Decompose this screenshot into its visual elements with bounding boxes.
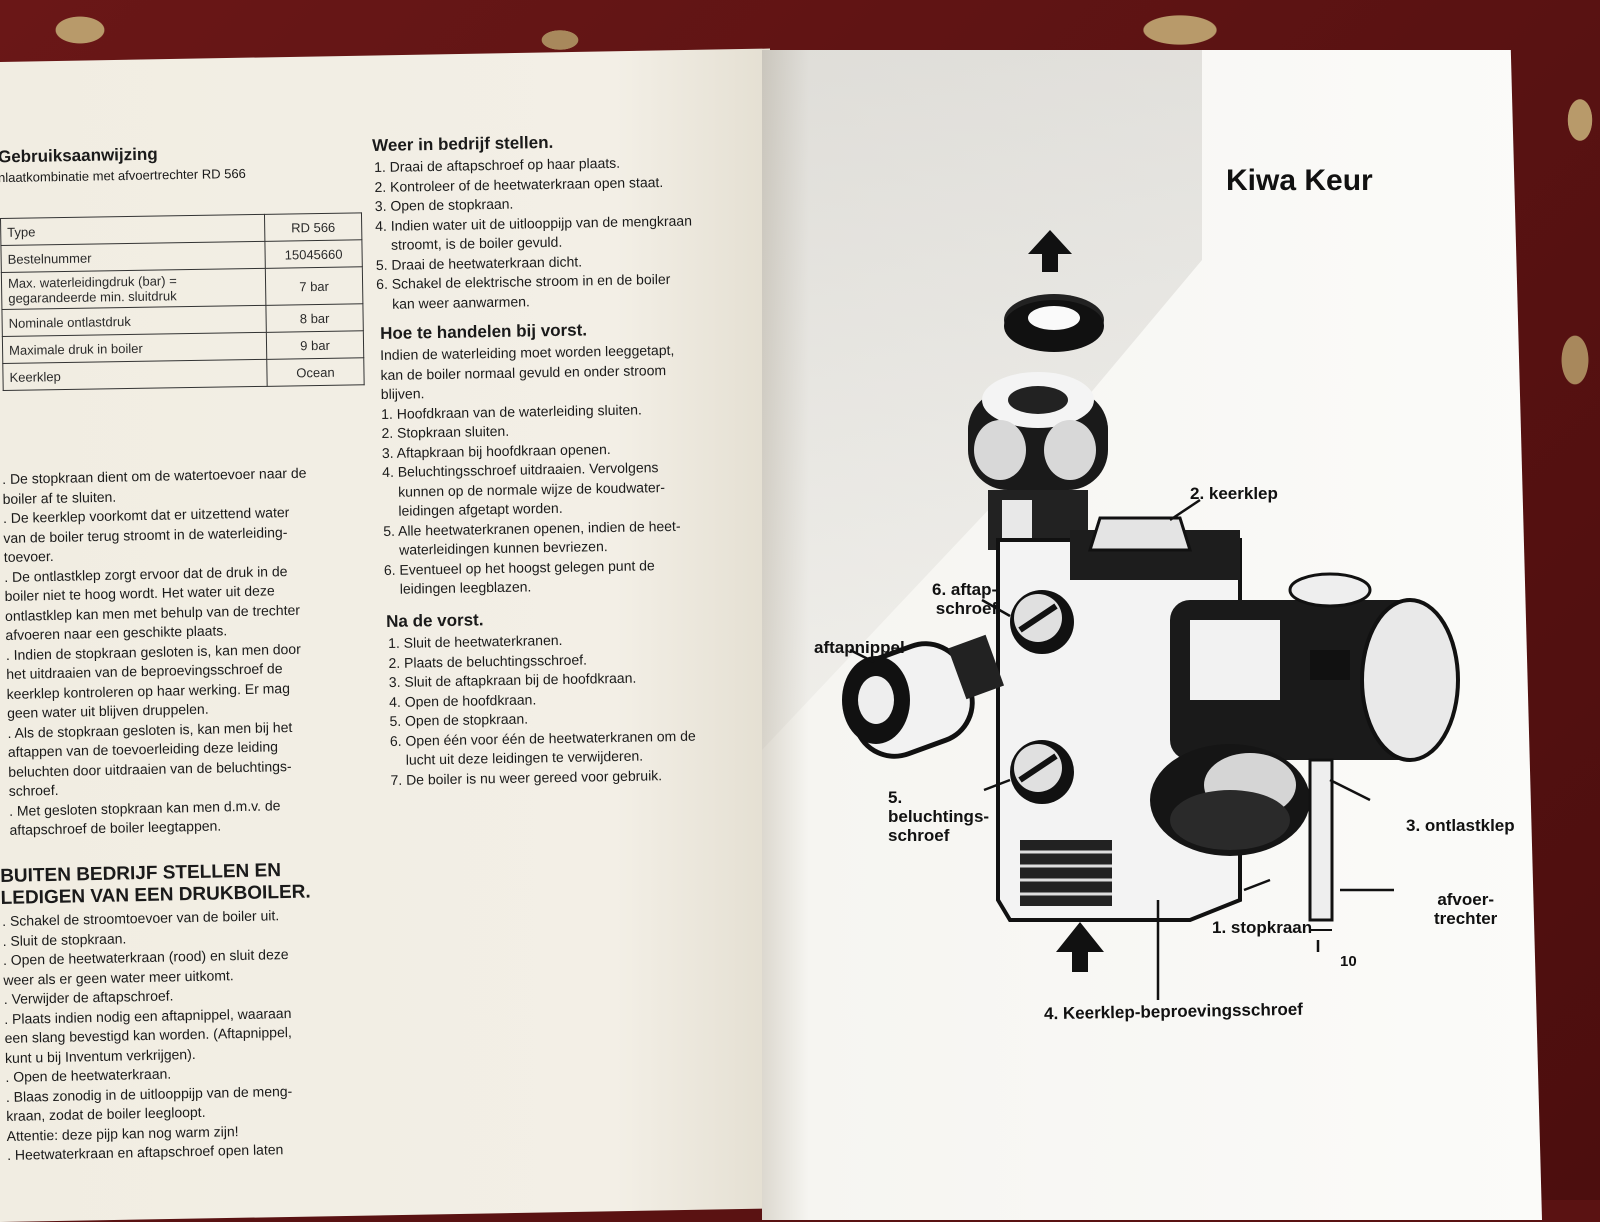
label-ontlastklep: 3. ontlastklep bbox=[1406, 816, 1515, 835]
spec-label: Nominale ontlastdruk bbox=[1, 305, 267, 337]
na-heading: Na de vorst. bbox=[386, 610, 484, 631]
spec-value: 7 bar bbox=[265, 266, 363, 306]
label-line: schroef bbox=[935, 599, 998, 618]
spec-value: RD 566 bbox=[264, 212, 362, 242]
spec-label-line: gegarandeerde min. sluitdruk bbox=[8, 288, 177, 306]
spec-value: 8 bar bbox=[265, 303, 364, 333]
arrow-up-icon bbox=[1056, 922, 1104, 972]
buiten-steps: . Schakel de stroomtoevoer van de boiler… bbox=[2, 906, 294, 1165]
valve-diagram bbox=[842, 230, 1460, 1000]
notes-list: . De stopkraan dient om de watertoevoer … bbox=[2, 464, 314, 841]
leader-lines bbox=[849, 498, 1394, 1000]
spec-label: Type bbox=[0, 214, 265, 246]
spec-label: Max. waterleidingdruk (bar) =gegarandeer… bbox=[1, 268, 266, 310]
weer-steps: 1. Draai de aftapschroef op haar plaats.… bbox=[374, 152, 693, 314]
kiwa-keur-title: Kiwa Keur bbox=[1226, 164, 1373, 197]
ontlastklep-cylinder bbox=[1170, 572, 1460, 762]
afvoertrechter-pipe bbox=[1308, 758, 1334, 931]
label-line: 5. bbox=[888, 788, 903, 807]
na-steps: 1. Sluit de heetwaterkranen.2. Plaats de… bbox=[388, 629, 697, 790]
label-stopkraan: 1. stopkraan bbox=[1212, 918, 1313, 937]
beluchtingsschroef-screw bbox=[1010, 740, 1074, 804]
label-ten: 10 bbox=[1340, 953, 1357, 970]
weer-heading: Weer in bedrijf stellen. bbox=[372, 132, 554, 155]
label-aftapnippel: aftapnippel bbox=[814, 638, 905, 657]
keerklep-nut bbox=[968, 372, 1108, 550]
arrow-up-icon bbox=[1028, 230, 1072, 272]
aftapschroef-screw bbox=[1010, 590, 1074, 654]
aftapnippel-part bbox=[842, 634, 1005, 759]
label-afvoertrechter: afvoer- trechter bbox=[1434, 890, 1497, 928]
label-beluchtingsschroef: 5. beluchtings- schroef bbox=[888, 788, 989, 845]
label-line: trechter bbox=[1434, 909, 1498, 928]
spec-value: 9 bar bbox=[266, 330, 364, 360]
stopkraan-knob bbox=[1150, 744, 1310, 856]
label-keerklep: 2. keerklep bbox=[1190, 484, 1278, 503]
washer-ring bbox=[1004, 294, 1104, 352]
vorst-steps: Indien de waterleiding moet worden leegg… bbox=[380, 341, 682, 600]
manual-title: Gebruiksaanwijzing bbox=[0, 144, 158, 167]
spec-value: Ocean bbox=[266, 357, 365, 387]
label-line: 6. aftap- bbox=[932, 580, 998, 599]
spec-label: Keerklep bbox=[2, 359, 268, 391]
buiten-heading: BUITEN BEDRIJF STELLEN EN LEDIGEN VAN EE… bbox=[0, 860, 311, 910]
spec-value: 15045660 bbox=[264, 239, 363, 269]
vorst-heading: Hoe te handelen bij vorst. bbox=[380, 320, 588, 343]
label-aftapschroef: 6. aftap- schroef bbox=[932, 580, 997, 618]
spec-label: Bestelnummer bbox=[0, 241, 266, 273]
label-line: beluchtings- bbox=[888, 807, 990, 826]
inlet-thread bbox=[1020, 840, 1112, 906]
table-row: Max. waterleidingdruk (bar) =gegarandeer… bbox=[1, 266, 363, 310]
label-line: schroef bbox=[888, 826, 950, 845]
label-line: afvoer- bbox=[1437, 890, 1494, 909]
spec-label: Maximale druk in boiler bbox=[2, 332, 267, 364]
